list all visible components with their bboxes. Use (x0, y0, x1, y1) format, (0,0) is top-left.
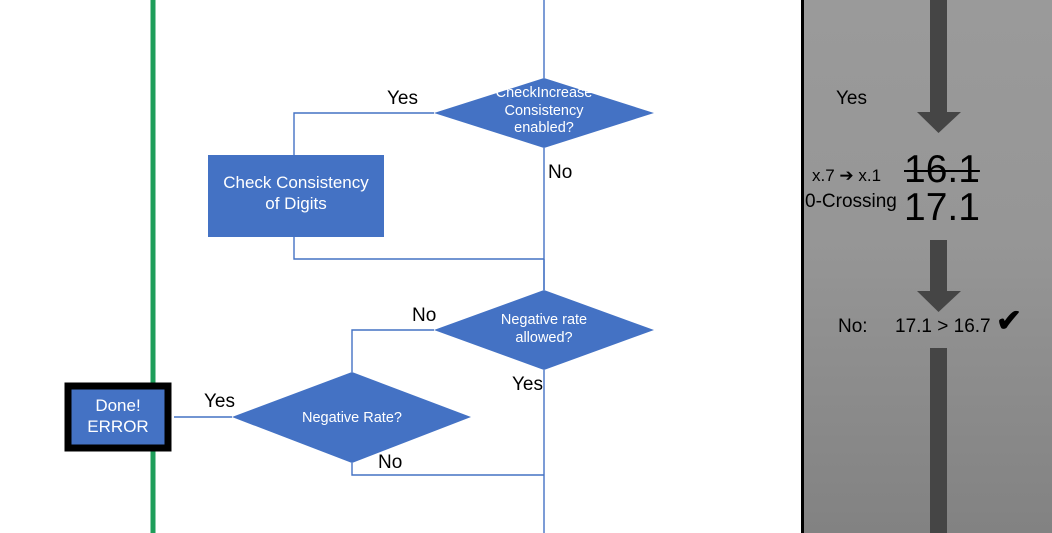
panel-branch-label: Yes (836, 88, 867, 109)
terminal-done-error[interactable] (64, 382, 172, 452)
connector-negative-rate-no (351, 463, 544, 476)
panel-transition-label: x.7 ➔ x.1 (812, 166, 882, 185)
connector-consistency-yes (293, 112, 434, 155)
panel-value-current: 17.1 (904, 186, 980, 229)
decision-negative-rate[interactable] (232, 372, 471, 463)
panel-result-prefix: No: (838, 316, 868, 337)
decision-negative-rate-allowed[interactable] (434, 290, 654, 370)
down-arrow-middle-icon (917, 240, 961, 312)
edge-label-consistency-yes: Yes (387, 88, 418, 109)
edge-label-allowed-yes: Yes (512, 374, 543, 395)
connector-group (174, 0, 545, 533)
down-bar-bottom-icon (930, 348, 947, 533)
panel-comparison: 17.1 > 16.7 (895, 316, 991, 337)
connector-allowed-no (351, 329, 434, 372)
panel-crossing-label: 0-Crossing (805, 191, 897, 212)
down-arrow-top-icon (917, 0, 961, 133)
check-mark-icon: ✔ (996, 303, 1022, 338)
annotation-panel: Yes x.7 ➔ x.1 0-Crossing 16.1 17.1 No: 1… (801, 0, 1052, 533)
process-check-consistency-of-digits[interactable] (208, 155, 384, 237)
connector-consistency-return (293, 237, 544, 260)
edge-label-negative-rate-yes: Yes (204, 391, 235, 412)
decision-check-increase-consistency[interactable] (434, 78, 654, 148)
edge-label-consistency-no: No (548, 162, 573, 183)
panel-arrows (917, 0, 961, 533)
edge-label-negative-rate-no: No (378, 452, 403, 473)
edge-label-allowed-no: No (412, 305, 437, 326)
panel-value-struck: 16.1 (904, 148, 980, 191)
